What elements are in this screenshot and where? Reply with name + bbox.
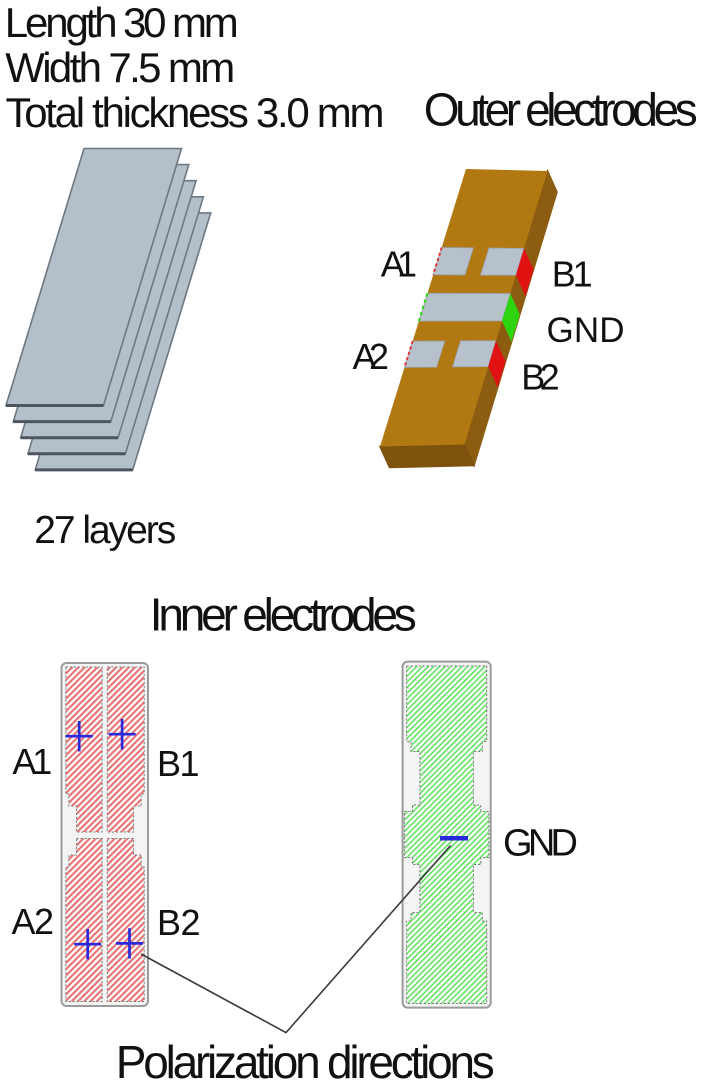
svg-text:A2: A2	[12, 901, 55, 942]
svg-text:B1: B1	[552, 253, 593, 294]
svg-text:Length 30 mm: Length 30 mm	[5, 0, 239, 46]
svg-text:27 layers: 27 layers	[34, 509, 176, 552]
svg-text:Total thickness 3.0 mm: Total thickness 3.0 mm	[6, 89, 385, 136]
svg-text:A1: A1	[12, 741, 52, 782]
svg-text:GND: GND	[503, 822, 578, 864]
svg-text:Width 7.5 mm: Width 7.5 mm	[5, 44, 235, 91]
svg-text:A2: A2	[353, 336, 390, 377]
svg-text:B2: B2	[521, 357, 559, 398]
svg-text:A1: A1	[381, 243, 417, 284]
svg-text:Inner electrodes: Inner electrodes	[150, 589, 417, 641]
svg-text:Polarization directions: Polarization directions	[116, 1036, 495, 1082]
svg-text:B1: B1	[157, 743, 200, 784]
svg-text:B2: B2	[157, 902, 201, 943]
svg-text:GND: GND	[547, 311, 625, 350]
svg-text:Outer electrodes: Outer electrodes	[424, 83, 698, 135]
